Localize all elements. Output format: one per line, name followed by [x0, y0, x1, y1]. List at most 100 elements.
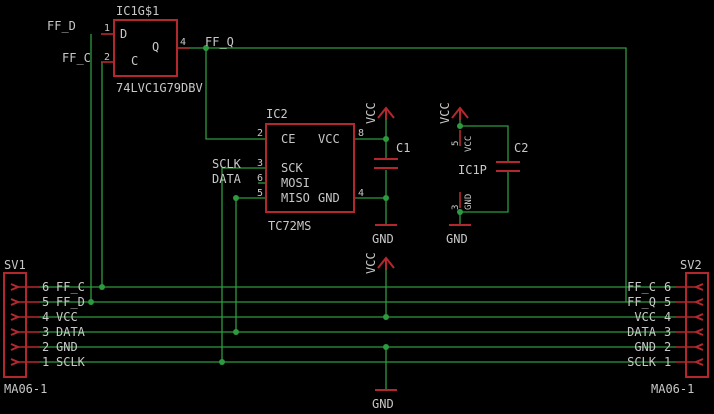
sv2-pin-number: 1 — [664, 355, 671, 369]
sv1-pin-label: DATA — [56, 325, 86, 339]
ic1p-gnd-label: GND — [464, 194, 474, 210]
ic2-pin6-num: 6 — [257, 173, 263, 184]
sv2-value: MA06-1 — [651, 382, 694, 396]
ic2-body — [265, 123, 355, 213]
gnd-label-bottom: GND — [372, 397, 394, 411]
sv1-pin-label: VCC — [56, 310, 78, 324]
sv2-pin-notch — [693, 298, 704, 306]
ic2-name: IC2 — [266, 107, 288, 121]
c2-label: C2 — [514, 141, 528, 155]
gnd-symbol-ic1p: GND — [446, 224, 471, 246]
sv2-pin-notch — [693, 328, 704, 336]
gnd-label-ic1p: GND — [446, 232, 468, 246]
sv2-pin-notch — [693, 283, 704, 291]
sv2-pin-number: 2 — [664, 340, 671, 354]
sv1-pin-number: 3 — [42, 325, 49, 339]
net-label-ff-d: FF_D — [47, 19, 76, 33]
capacitor-c1[interactable]: C1 — [374, 141, 410, 169]
sv2-pin-number: 3 — [664, 325, 671, 339]
ic2-pin-gnd: GND — [318, 191, 340, 205]
net-label-sclk: SCLK — [212, 157, 242, 171]
junction-dot — [457, 123, 463, 129]
ic2-pin4-num: 4 — [358, 188, 364, 199]
junction-dot — [233, 195, 239, 201]
vcc-symbol-mid: VCC — [364, 252, 395, 274]
wire-c2-bottom — [459, 172, 509, 225]
ic2-pin-vcc: VCC — [318, 132, 340, 146]
ic1-name: IC1G$1 — [116, 4, 159, 18]
ic1-pin4-num: 4 — [180, 37, 186, 48]
ic1-pin-d-label: D — [120, 27, 127, 41]
junction-dot — [233, 329, 239, 335]
vcc-symbol-c1: VCC — [364, 102, 395, 124]
sv1-pin-notch — [10, 343, 21, 351]
vcc-label-c1: VCC — [364, 102, 378, 124]
vcc-label-mid: VCC — [364, 252, 378, 274]
sv2-pin-notch — [693, 313, 704, 321]
ic2-pin2-num: 2 — [257, 128, 263, 139]
ic2-pin-sck: SCK — [281, 161, 303, 175]
sv1-pin-number: 6 — [42, 280, 49, 294]
c1-label: C1 — [396, 141, 410, 155]
sv1-body — [3, 272, 27, 378]
junction-dot — [99, 284, 105, 290]
ic2-pin-ce: CE — [281, 132, 295, 146]
sv1-pin-notch — [10, 358, 21, 366]
sv1-value: MA06-1 — [4, 382, 47, 396]
sv2-name: SV2 — [680, 258, 702, 272]
ic2-value: TC72MS — [268, 219, 311, 233]
sv1-pin-number: 4 — [42, 310, 49, 324]
ic2-sensor[interactable]: IC2 CE VCC SCK MOSI MISO GND 2 8 3 6 5 4… — [257, 107, 364, 233]
junction-dot — [203, 45, 209, 51]
sv2-pin-number: 5 — [664, 295, 671, 309]
sv1-pin-notch — [10, 313, 21, 321]
sv1-pin-number: 1 — [42, 355, 49, 369]
junction-dot — [383, 344, 389, 350]
sv2-pin-label: GND — [634, 340, 656, 354]
ic1-pin1-num: 1 — [104, 23, 110, 34]
ic2-pin3-num: 3 — [257, 158, 263, 169]
ic2-pin8-num: 8 — [358, 128, 364, 139]
ic1p-pin3-num: 3 — [451, 205, 461, 210]
wire-ff-q-to-ce — [205, 48, 266, 140]
junction-dot — [457, 209, 463, 215]
gnd-symbol-bottom: GND — [372, 389, 397, 411]
sv1-pin-label: SCLK — [56, 355, 86, 369]
sv2-pin-notch — [693, 358, 704, 366]
net-label-data: DATA — [212, 172, 242, 186]
sv1-pin-label: FF_C — [56, 280, 85, 294]
ic1p-name: IC1P — [458, 163, 487, 177]
sv2-pin-number: 4 — [664, 310, 671, 324]
vcc-symbol-ic1p: VCC — [438, 102, 469, 124]
ic1p-vcc-label: VCC — [464, 136, 474, 152]
ic2-pin-mosi: MOSI — [281, 176, 310, 190]
ic1-pin2-num: 2 — [104, 52, 110, 63]
capacitor-c2[interactable]: C2 — [496, 141, 528, 172]
sv2-body — [685, 272, 709, 378]
junction-dot — [383, 314, 389, 320]
ic1-pin-q-label: Q — [152, 40, 159, 54]
sv1-pin-notch — [10, 283, 21, 291]
junction-dot — [383, 195, 389, 201]
junction-dot — [383, 136, 389, 142]
sv1-pin-notch — [10, 298, 21, 306]
wire-data-ic2 — [235, 197, 266, 332]
wire-sclk-ic2 — [221, 167, 266, 362]
wire-c2-top — [459, 118, 509, 162]
ic2-pin5-num: 5 — [257, 188, 263, 199]
sv2-pin-notch — [693, 343, 704, 351]
ic1-flipflop[interactable]: IC1G$1 D C Q 1 2 4 74LVC1G79DBV — [101, 4, 203, 95]
sv2-pin-label: FF_C — [627, 280, 656, 294]
sv1-pin-label: FF_D — [56, 295, 85, 309]
vcc-label-ic1p: VCC — [438, 102, 452, 124]
junctions — [88, 45, 463, 365]
ic1p-power-pins[interactable]: 5 VCC IC1P 3 GND — [451, 130, 487, 210]
junction-dot — [219, 359, 225, 365]
sv2-pin-label: DATA — [627, 325, 657, 339]
wire-ff-q — [180, 47, 627, 302]
sv1-name: SV1 — [4, 258, 26, 272]
sv2-pin-label: FF_Q — [627, 295, 656, 309]
